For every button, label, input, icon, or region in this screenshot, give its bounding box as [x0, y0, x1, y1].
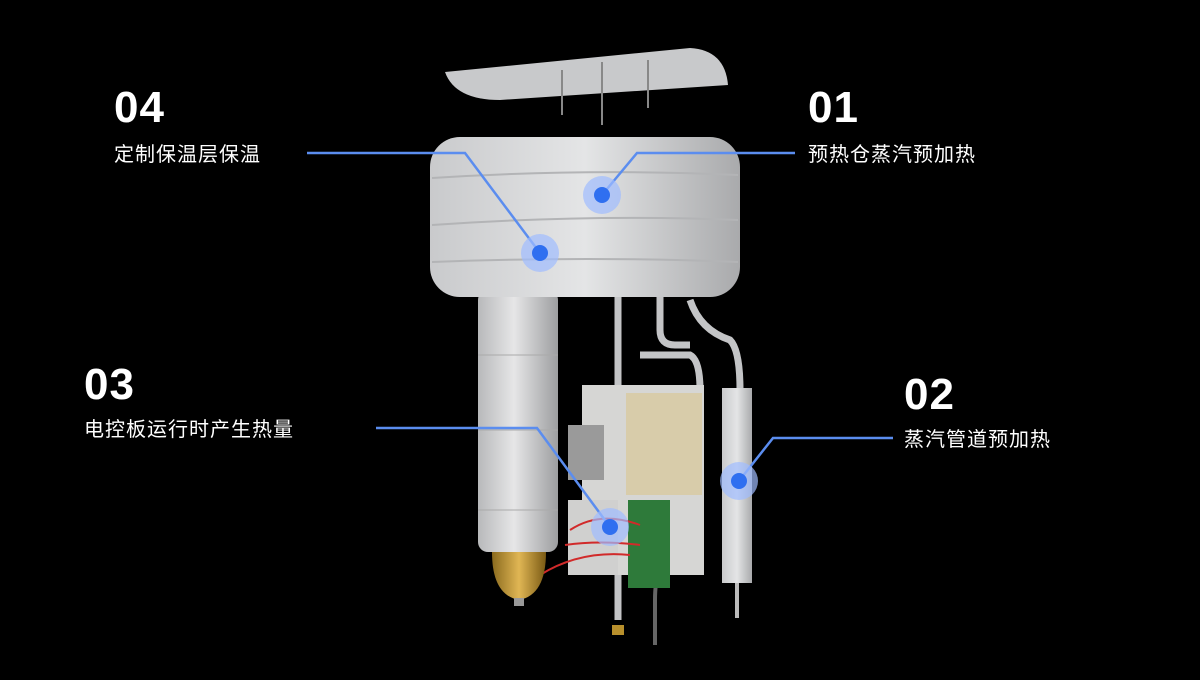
leader-line-03: [376, 426, 612, 528]
callout-04-label: 定制保温层保温: [114, 142, 261, 166]
callout-03-label: 电控板运行时产生热量: [84, 417, 294, 441]
leader-line-04: [307, 151, 541, 254]
callout-01-label: 预热仓蒸汽预加热: [808, 142, 976, 166]
preheat-tank: [430, 137, 740, 297]
marker-02[interactable]: [720, 462, 758, 500]
leader-line-02: [738, 436, 893, 482]
callout-02-label: 蒸汽管道预加热: [904, 427, 1051, 451]
control-box: [626, 393, 702, 495]
marker-03[interactable]: [591, 508, 629, 546]
callout-04-number: 04: [114, 83, 165, 132]
callout-01-number: 01: [808, 83, 859, 132]
callout-03-number: 03: [84, 360, 135, 409]
brass-cap: [492, 552, 546, 600]
marker-04[interactable]: [521, 234, 559, 272]
lid: [445, 48, 728, 125]
heater-cylinder: [478, 290, 558, 552]
callout-02-number: 02: [904, 370, 955, 419]
marker-01[interactable]: [583, 176, 621, 214]
